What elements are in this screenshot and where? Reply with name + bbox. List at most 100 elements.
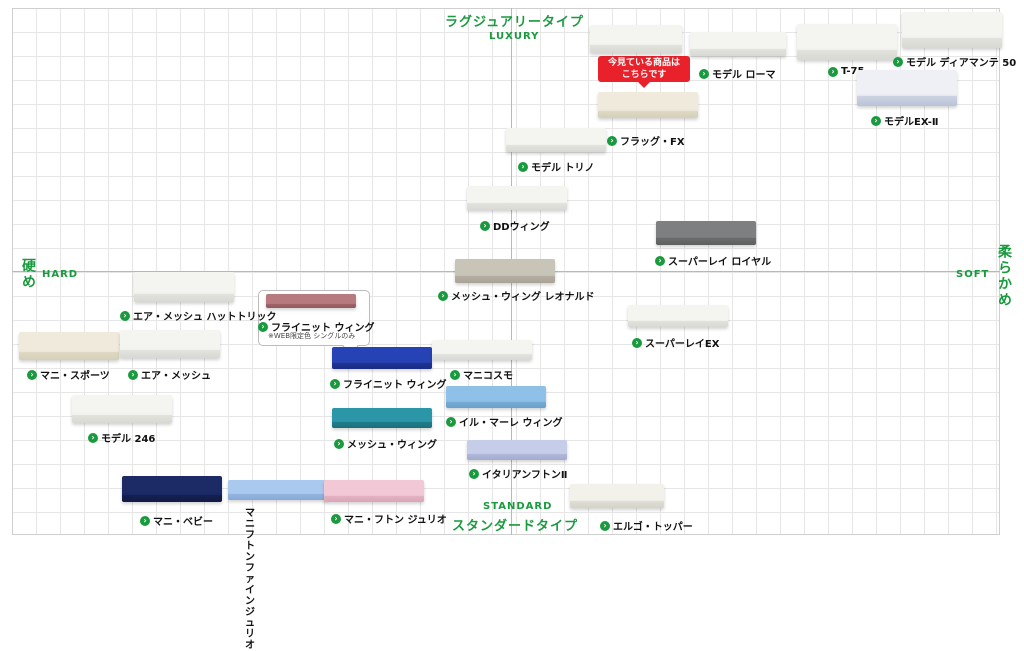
chevron-right-icon: › bbox=[450, 369, 460, 380]
product-link[interactable]: ›モデル ローマ bbox=[699, 66, 775, 81]
product-name: イタリアンフトンⅡ bbox=[482, 470, 568, 481]
mattress-image[interactable] bbox=[122, 476, 222, 502]
mattress-image[interactable] bbox=[455, 259, 555, 283]
product-link[interactable]: ›イタリアンフトンⅡ bbox=[469, 466, 568, 481]
chevron-right-icon: › bbox=[607, 135, 617, 146]
product-name: フライニット ウィング bbox=[271, 323, 375, 334]
product-name: フライニット ウィング bbox=[343, 380, 447, 391]
mattress-image[interactable] bbox=[446, 386, 546, 408]
chevron-right-icon: › bbox=[438, 290, 448, 301]
mattress-image[interactable] bbox=[467, 186, 567, 210]
product-link[interactable]: ›マニ・スポーツ bbox=[27, 367, 110, 382]
product-link[interactable]: ›マニコスモ bbox=[450, 367, 513, 382]
product-link[interactable]: ›DDウィング bbox=[480, 218, 550, 233]
product-name: モデル ローマ bbox=[712, 70, 776, 81]
mattress-image[interactable] bbox=[628, 305, 728, 327]
mattress-side bbox=[120, 350, 220, 358]
mattress-side bbox=[797, 49, 897, 60]
product-link[interactable]: ›フラッグ・FX bbox=[607, 133, 685, 148]
chevron-right-icon: › bbox=[446, 416, 456, 427]
product-name: エルゴ・トッパー bbox=[613, 522, 693, 533]
product-link[interactable]: ›マニ・ベビー bbox=[140, 513, 213, 528]
product-link[interactable]: ›T-75 bbox=[828, 66, 864, 77]
comparison-chart: ラグジュアリータイプ LUXURY STANDARD スタンダードタイプ 硬め … bbox=[0, 0, 1024, 543]
mattress-side bbox=[570, 501, 664, 508]
luxury-label-en: LUXURY bbox=[489, 31, 540, 42]
product-link[interactable]: ›エルゴ・トッパー bbox=[600, 518, 693, 533]
product-link[interactable]: ›エア・メッシュ bbox=[128, 367, 211, 382]
mattress-image[interactable] bbox=[332, 408, 432, 428]
mattress-image[interactable] bbox=[857, 70, 957, 106]
standard-label-jp: スタンダードタイプ bbox=[452, 519, 579, 534]
current-product-callout: 今見ている商品は こちらです bbox=[598, 56, 690, 88]
mattress-image[interactable] bbox=[134, 272, 234, 302]
product-name: メッシュ・ウィング bbox=[347, 440, 437, 451]
mattress-image[interactable] bbox=[432, 340, 532, 360]
product-link[interactable]: マニフトンファインジュリオ bbox=[245, 508, 255, 651]
callout-line2: こちらです bbox=[621, 70, 667, 80]
mattress-image[interactable] bbox=[120, 330, 220, 358]
soft-label-jp: 柔らかめ bbox=[996, 244, 1012, 308]
mattress-side bbox=[134, 293, 234, 302]
product-link[interactable]: ›メッシュ・ウィング bbox=[334, 436, 437, 451]
mattress-side bbox=[455, 276, 555, 283]
chevron-right-icon: › bbox=[699, 68, 709, 79]
mattress-side bbox=[656, 238, 756, 245]
mattress-side bbox=[332, 422, 432, 428]
chevron-right-icon: › bbox=[469, 468, 479, 479]
mattress-side bbox=[266, 304, 356, 308]
mattress-image[interactable] bbox=[506, 128, 606, 152]
mattress-image[interactable] bbox=[19, 332, 119, 360]
product-link[interactable]: ›スーパーレイEX bbox=[632, 335, 719, 350]
mattress-image[interactable] bbox=[690, 32, 786, 56]
product-link[interactable]: ›モデル 246 bbox=[88, 430, 155, 445]
product-link[interactable]: ›モデル トリノ bbox=[518, 159, 594, 174]
hard-label-jp: 硬め bbox=[20, 258, 36, 290]
product-note: ※WEB限定色 シングルのみ bbox=[268, 332, 356, 340]
product-link[interactable]: ›メッシュ・ウィング レオナルド bbox=[438, 288, 594, 303]
chevron-right-icon: › bbox=[828, 66, 838, 77]
product-link[interactable]: ›フライニット ウィング bbox=[330, 376, 446, 391]
chevron-right-icon: › bbox=[331, 513, 341, 524]
product-name: イル・マーレ ウィング bbox=[459, 418, 563, 429]
mattress-side bbox=[590, 45, 682, 53]
mattress-image[interactable] bbox=[797, 24, 897, 60]
chevron-right-icon: › bbox=[128, 369, 138, 380]
mattress-image[interactable] bbox=[598, 92, 698, 118]
product-link[interactable]: ›エア・メッシュ ハットトリック bbox=[120, 308, 276, 323]
chevron-right-icon: › bbox=[140, 515, 150, 526]
mattress-image[interactable] bbox=[570, 484, 664, 508]
product-name: メッシュ・ウィング レオナルド bbox=[451, 292, 595, 303]
product-name: エア・メッシュ bbox=[141, 371, 211, 382]
chevron-right-icon: › bbox=[88, 432, 98, 443]
chevron-right-icon: › bbox=[632, 337, 642, 348]
chevron-right-icon: › bbox=[893, 56, 903, 67]
mattress-side bbox=[628, 320, 728, 327]
hard-label-en: HARD bbox=[42, 269, 79, 280]
product-link[interactable]: ›イル・マーレ ウィング bbox=[446, 414, 562, 429]
mattress-image[interactable] bbox=[266, 294, 356, 308]
product-link[interactable]: ›モデルEX-Ⅱ bbox=[871, 113, 938, 128]
chevron-right-icon: › bbox=[655, 255, 665, 266]
mattress-image[interactable] bbox=[656, 221, 756, 245]
chevron-right-icon: › bbox=[600, 520, 610, 531]
product-link[interactable]: ›マニ・フトン ジュリオ bbox=[331, 511, 447, 526]
mattress-side bbox=[857, 95, 957, 106]
product-name: モデル 246 bbox=[101, 434, 156, 445]
product-name: マニ・フトン ジュリオ bbox=[344, 515, 447, 526]
chevron-right-icon: › bbox=[258, 321, 268, 332]
product-name-line1: マニフトン bbox=[245, 508, 255, 563]
mattress-image[interactable] bbox=[324, 480, 424, 502]
product-name: スーパーレイ ロイヤル bbox=[668, 257, 772, 268]
product-link[interactable]: ›スーパーレイ ロイヤル bbox=[655, 253, 771, 268]
product-link[interactable]: ›モデル ディアマンテ 50 bbox=[893, 54, 1016, 69]
mattress-image[interactable] bbox=[72, 395, 172, 423]
mattress-image[interactable] bbox=[902, 12, 1002, 48]
mattress-image[interactable] bbox=[228, 480, 328, 500]
product-link[interactable]: ›フライニット ウィング bbox=[258, 319, 374, 334]
mattress-image[interactable] bbox=[590, 25, 682, 53]
product-name: マニ・ベビー bbox=[153, 517, 213, 528]
mattress-image[interactable] bbox=[467, 440, 567, 460]
mattress-side bbox=[432, 354, 532, 360]
mattress-image[interactable] bbox=[332, 347, 432, 369]
